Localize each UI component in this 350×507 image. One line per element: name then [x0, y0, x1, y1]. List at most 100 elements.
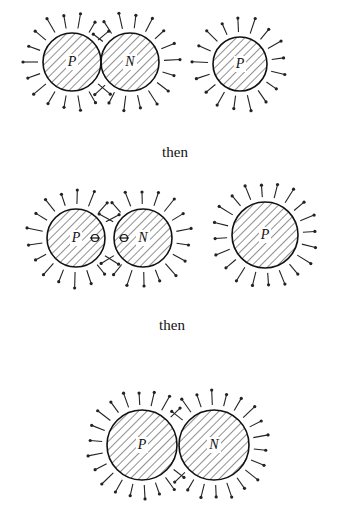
field-line: [211, 390, 213, 405]
field-line: [188, 480, 194, 490]
field-dot: [76, 188, 79, 191]
field-line: [171, 408, 180, 417]
field-line: [88, 453, 103, 456]
field-line: [29, 243, 43, 245]
sequence-label: then: [162, 144, 188, 161]
field-line: [109, 92, 114, 103]
field-dot: [62, 14, 65, 17]
field-line: [294, 202, 304, 210]
field-dot: [96, 409, 99, 412]
field-line: [272, 58, 284, 60]
field-line: [226, 259, 236, 267]
field-dot: [86, 454, 89, 457]
field-line: [35, 31, 46, 40]
field-line: [300, 215, 314, 221]
field-dot: [46, 102, 49, 105]
field-dot: [90, 424, 93, 427]
field-line: [61, 194, 65, 205]
field-line: [174, 469, 184, 477]
field-dot: [114, 490, 117, 493]
field-dot: [21, 60, 24, 63]
field-dot: [186, 488, 189, 491]
field-line: [250, 421, 262, 427]
field-dot: [122, 392, 125, 395]
field-dot: [25, 226, 28, 229]
charge-mark: [121, 235, 128, 242]
field-dot: [34, 258, 37, 261]
field-dot: [197, 44, 200, 47]
particle-circle: N: [178, 409, 250, 481]
field-line: [154, 193, 159, 206]
particle-outline: [107, 410, 177, 480]
field-line: [34, 84, 46, 94]
field-line: [155, 270, 159, 281]
field-line: [144, 485, 146, 499]
field-line: [196, 74, 209, 78]
field-dot: [124, 191, 127, 194]
field-line: [261, 185, 263, 197]
particle-circle: P: [212, 36, 268, 92]
field-dot: [240, 397, 243, 400]
particle-outline: [232, 202, 298, 268]
field-dot: [173, 42, 176, 45]
field-dot: [256, 478, 259, 481]
field-line: [173, 254, 185, 261]
field-line: [93, 34, 103, 41]
field-line: [111, 402, 119, 413]
field-dot: [107, 30, 110, 33]
field-line: [237, 478, 244, 489]
field-line: [197, 395, 201, 407]
field-dot: [178, 406, 181, 409]
field-dot: [195, 393, 198, 396]
field-line: [138, 95, 141, 108]
field-line: [222, 24, 227, 35]
field-line: [227, 483, 232, 497]
field-dot: [283, 73, 286, 76]
field-line: [243, 407, 255, 418]
field-dot: [236, 16, 239, 19]
field-dot: [262, 464, 265, 467]
field-dot: [214, 253, 217, 256]
field-line: [23, 61, 38, 62]
field-line: [201, 484, 204, 498]
field-dot: [264, 449, 267, 452]
field-line: [155, 483, 159, 494]
field-line: [215, 485, 217, 497]
field-line: [114, 265, 122, 275]
particle-circle: P: [231, 201, 299, 269]
field-dot: [282, 56, 285, 59]
field-dot: [168, 395, 171, 398]
field-dot: [140, 190, 143, 193]
field-dot: [267, 283, 270, 286]
field-dot: [276, 183, 279, 186]
particle-outline: [179, 410, 249, 480]
field-dot: [309, 262, 312, 265]
field-dot: [189, 227, 192, 230]
field-dot: [32, 93, 35, 96]
field-line: [112, 203, 121, 213]
field-dot: [129, 494, 132, 497]
field-dot: [90, 282, 93, 285]
field-dot: [151, 17, 154, 20]
field-line: [64, 16, 66, 29]
field-line: [199, 46, 211, 51]
field-line: [267, 273, 269, 285]
field-line: [46, 200, 55, 212]
field-dot: [254, 17, 257, 20]
particle-letter: P: [70, 230, 83, 245]
field-line: [78, 95, 81, 110]
field-dot: [125, 284, 128, 287]
field-dot: [117, 12, 120, 15]
field-dot: [134, 14, 137, 17]
particle-circle: P: [42, 32, 102, 92]
field-line: [155, 31, 164, 39]
field-line: [36, 254, 47, 260]
field-dot: [158, 279, 161, 282]
field-dot: [79, 12, 82, 15]
field-dot: [183, 259, 186, 262]
field-dot: [162, 29, 165, 32]
field-dot: [231, 194, 234, 197]
particle-letter: N: [207, 437, 220, 452]
field-line: [232, 196, 240, 206]
